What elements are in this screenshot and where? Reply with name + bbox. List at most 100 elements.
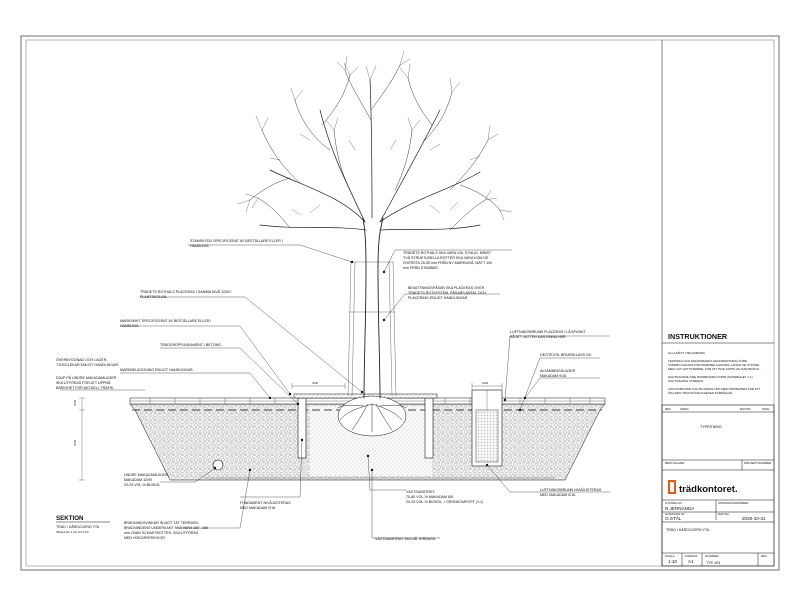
svg-text:BRÄDNINGSVINKAR IN MOT TÄT TER: BRÄDNINGSVINKAR IN MOT TÄT TERRASS:BRÄDN…: [124, 521, 208, 540]
instructions-heading: INSTRUKTIONER: [668, 332, 728, 341]
ground-section: [129, 389, 606, 481]
tree-illustration: [237, 50, 513, 399]
tb-skala-label: SKALA: [665, 554, 675, 558]
leader-dots: [213, 260, 527, 472]
annot-avjamning-1: AVJÄMNINGSLAGER: [540, 369, 576, 373]
annot-markskikt-1: MARKSKIKT SPECIFICERAT AV BESTÄLLARE ELL…: [120, 319, 211, 323]
annot-fundament-2: MED MAKADAM 0/16.: [240, 506, 276, 510]
outer-border: [20, 35, 780, 571]
svg-text:TRÄDETS ROTHALS PLACERAS I SAM: TRÄDETS ROTHALS PLACERAS I SAMMA NIVÅ SO…: [140, 289, 231, 299]
annot-rothals-2: TVÅ STRUKTURELLA RÖTTER SKA VARA KOM DE: [403, 255, 489, 260]
annot-rothals-3: ÖVERSTA 25-35 mm FRÅN NY MARKNIVÅ, MÄTT …: [403, 260, 492, 265]
annot-bevattning-1: BEVATTNINGSPÅSAR SKA PLACERAS ÖVER: [408, 285, 485, 290]
tb-format-label: FORMAT: [685, 554, 698, 558]
svg-text:STAMSKYDD SPECIFICERAT AV BEST: STAMSKYDD SPECIFICERAT AV BESTÄLLARE ELL…: [190, 239, 283, 248]
tb-skala-value: 1:10: [668, 559, 677, 564]
dim-var-2: VAR: [482, 381, 489, 385]
tb-blad-label: REV: [761, 554, 767, 558]
annot-bevattning-2: TRÄDETS ROTSYSTEM. PÅSARS ANTAL OCH: [408, 290, 486, 295]
dim-left-top: VAR: [73, 399, 77, 406]
tb-drawing-name: TRÄD I HÅRDGJORD YTA: [666, 527, 710, 532]
tb-uppdragsnr-label: UPPDRAGSNUMMER: [718, 501, 749, 505]
svg-text:VÄXTSUBSTRAT KAN BLANDAS UPP M: VÄXTSUBSTRAT KAN BLANDAS UPP MED PAPPERT…: [668, 387, 760, 395]
foundation-right: [424, 397, 434, 459]
tb-andr-label: ÄNDR: [680, 407, 689, 411]
inner-border: [25, 39, 775, 567]
annot-rothals-1: TRÄDETS ROTHALS SKA VARA VÄL SYNLIG. MIN…: [403, 251, 492, 255]
instr-p2-1: TEKNISKA OCH MANADMASKA GENOMARTNING FÖR…: [668, 359, 747, 363]
annot-bradning-3: mm OVAN SCHAKTBOTTEN. SKA UTFÖRAS: [124, 531, 199, 535]
annot-djup-2: SKA UTFÖRAS FÖR ATT UPPNÅ: [56, 380, 111, 385]
instr-p2-2: ÖVERBYGGNADS FÖR MARKBELÄGGNING LÄNGD.SE…: [668, 363, 759, 367]
annotation-texts: STAMSKYDD SPECIFICERAT AV BESTÄLLARE ELL…: [56, 239, 602, 541]
tb-utford-value: N.JERNANDA: [665, 506, 695, 511]
tb-doc-title: TYPRITNING: [700, 425, 722, 429]
annot-luftningniva-1: LUFTNINGSBRUNN NIVÅJUSTERAS: [540, 487, 602, 492]
annot-djup-1: DJUP PÅ UNDRE MAKADAMLAGER: [56, 375, 117, 380]
svg-text:ÖVERBYGGNAD OCH LAGER-TJOCKLEK: ÖVERBYGGNAD OCH LAGER-TJOCKLEKAR ENLIGT …: [56, 358, 119, 367]
svg-text:DAGTEXNADE ÖRE RUMMNADES FORM: DAGTEXNADE ÖRE RUMMNADES FORM (MATERIALE…: [668, 375, 753, 383]
annot-undremakadam-3: 20-25 VOL-% BIOKOL: [124, 483, 160, 487]
svg-text:TEKNISKA OCH MANADMASKA GENOMA: TEKNISKA OCH MANADMASKA GENOMARTNING FÖR…: [668, 359, 761, 371]
tb-sign-label: SIGN: [762, 407, 769, 411]
tb-datum-label: DATUM: [718, 512, 729, 516]
annot-rothals-4: mm FRÅN STAMBAS: [403, 265, 438, 270]
section-scale: SKALA A1 1:10, A3 1:20: [56, 530, 89, 534]
annot-vaxtsubstrat-2: 70-80 VOL-% MAKADAM 8/8: [406, 495, 453, 499]
annot-bradning-1: BRÄDNINGSVINKAR IN MOT TÄT TERRASS:: [124, 521, 199, 525]
logo: trädkontoret.: [668, 480, 738, 495]
tb-format-value: A1: [688, 559, 694, 564]
leader-lines: [60, 244, 610, 539]
annot-rothalsniva-2: PLANTSKOLAN.: [140, 295, 167, 299]
annot-stamskydd-1: STAMSKYDD SPECIFICERAT AV BESTÄLLARE ELL…: [190, 239, 283, 243]
tb-projektnr-label: PROJEKTNUMMER: [744, 461, 772, 465]
tb-rev-label: REV: [665, 407, 671, 411]
dimensions: VAR VAR VAR VAR: [73, 381, 503, 481]
title-block: REV ÄNDR DATUM SIGN TYPRITNING BESTÄLLAR…: [661, 404, 775, 567]
annot-markskikt-2: HANDLING.: [120, 324, 140, 328]
annot-stamskydd-2: HANDLING.: [190, 244, 210, 248]
tb-bestallare-label: BESTÄLLARE: [665, 461, 684, 465]
instr-p3-2: SKA TRÄNING STREDAS: [668, 379, 703, 383]
instr-p4-1: VÄXTSUBSTRAT KAN BLANDAS UPP MED PAPPERT…: [668, 387, 760, 391]
annot-bradning-4: MED HOKORSPRICKOR.: [124, 536, 166, 540]
dim-var-1: VAR: [312, 381, 319, 385]
annot-vaxtsubstrat-1: VÄXTSUBSTRAT:: [406, 490, 435, 494]
section-label: SEKTION TRÄD I HÅRDGJORD YTA SKALA A1 1:…: [56, 515, 110, 534]
annot-luftningbrunn-2: SÅ ATT VATTEN KAN RINNA HER.: [510, 334, 567, 339]
annot-overbyggnad-1: ÖVERBYGGNAD OCH LAGER-: [56, 358, 108, 362]
tb-nummer-value: TYP-103: [706, 561, 720, 565]
tb-utford-label: UTFÖRD AV: [665, 501, 682, 505]
annot-undremakadam-2: MAKADAM 32/90: [124, 478, 152, 482]
annot-undremakadam-1: UNDRE MAKADAMLAGER:: [124, 473, 169, 477]
annot-luftningbrunn-1: LUFTNINGSBRUNN PLACERAS I LÅGPUNKT: [510, 329, 586, 334]
svg-text:VÄXTSUBSTRAT:70-80 VOL-% MAKAD: VÄXTSUBSTRAT:70-80 VOL-% MAKADAM 8/820-2…: [406, 490, 483, 504]
instr-p1: ALLA MÅTT I MILLIMETER.: [668, 350, 706, 355]
annot-bradning-2: BRÄDNINGENS UNDERKANT SKA VARA 100 - 150: [124, 526, 208, 530]
annot-bevattning-3: PLACERING ENLIGT HANDLINGAR: [408, 296, 468, 300]
svg-text:MARKSKIKT SPECIFICERAT AV BEST: MARKSKIKT SPECIFICERAT AV BESTÄLLARE ELL…: [120, 319, 211, 328]
svg-text:TRÄDETS ROTHALS SKA VARA VÄL S: TRÄDETS ROTHALS SKA VARA VÄL SYNLIG. MIN…: [403, 251, 492, 270]
instr-p2-3: MED LIKT HATTSTEMPEL FÖR ATT INTE KOPPLA…: [668, 367, 761, 371]
svg-text:BEVATTNINGSPÅSAR SKA PLACERAS: BEVATTNINGSPÅSAR SKA PLACERAS ÖVERTRÄDET…: [408, 285, 486, 300]
tb-godkand-label: GODKÄND AV: [665, 512, 685, 516]
annot-vaxtsubstrat-3: 20-25 VOL-% BIOKOL + GRÖNKOMPOST (1:1): [406, 500, 483, 504]
annot-tradgrop: TRÄDGROPFUNDAMENT I BETONG.: [160, 343, 222, 347]
annot-geotextil: GEOTEXTIL BRUKSKLASS N3.: [540, 353, 592, 357]
annot-overbyggnad-2: TJOCKLEKAR ENLIGT HANDLINGAR.: [56, 363, 119, 367]
annot-terrass: VÄXTSUBSTRAT SKA NÅ TERRASS.: [375, 536, 436, 541]
instr-p4-2: ÖKA DEN TRAFIKVÄNLIGHETEN FÖRMÅGAN.: [668, 390, 733, 395]
logo-text: trädkontoret.: [679, 484, 738, 495]
instr-p3-1: DAGTEXNADE ÖRE RUMMNADES FORM (MATERIALE…: [668, 375, 753, 379]
tb-datum-rev-label: DATUM: [740, 407, 751, 411]
annot-fundament-1: FUNDAMENT NIVÅJUSTERAS: [240, 500, 291, 505]
dim-left-bottom: VAR: [73, 439, 77, 446]
tb-nummer-label: NUMMER: [705, 554, 719, 558]
foundation-left: [297, 397, 307, 459]
